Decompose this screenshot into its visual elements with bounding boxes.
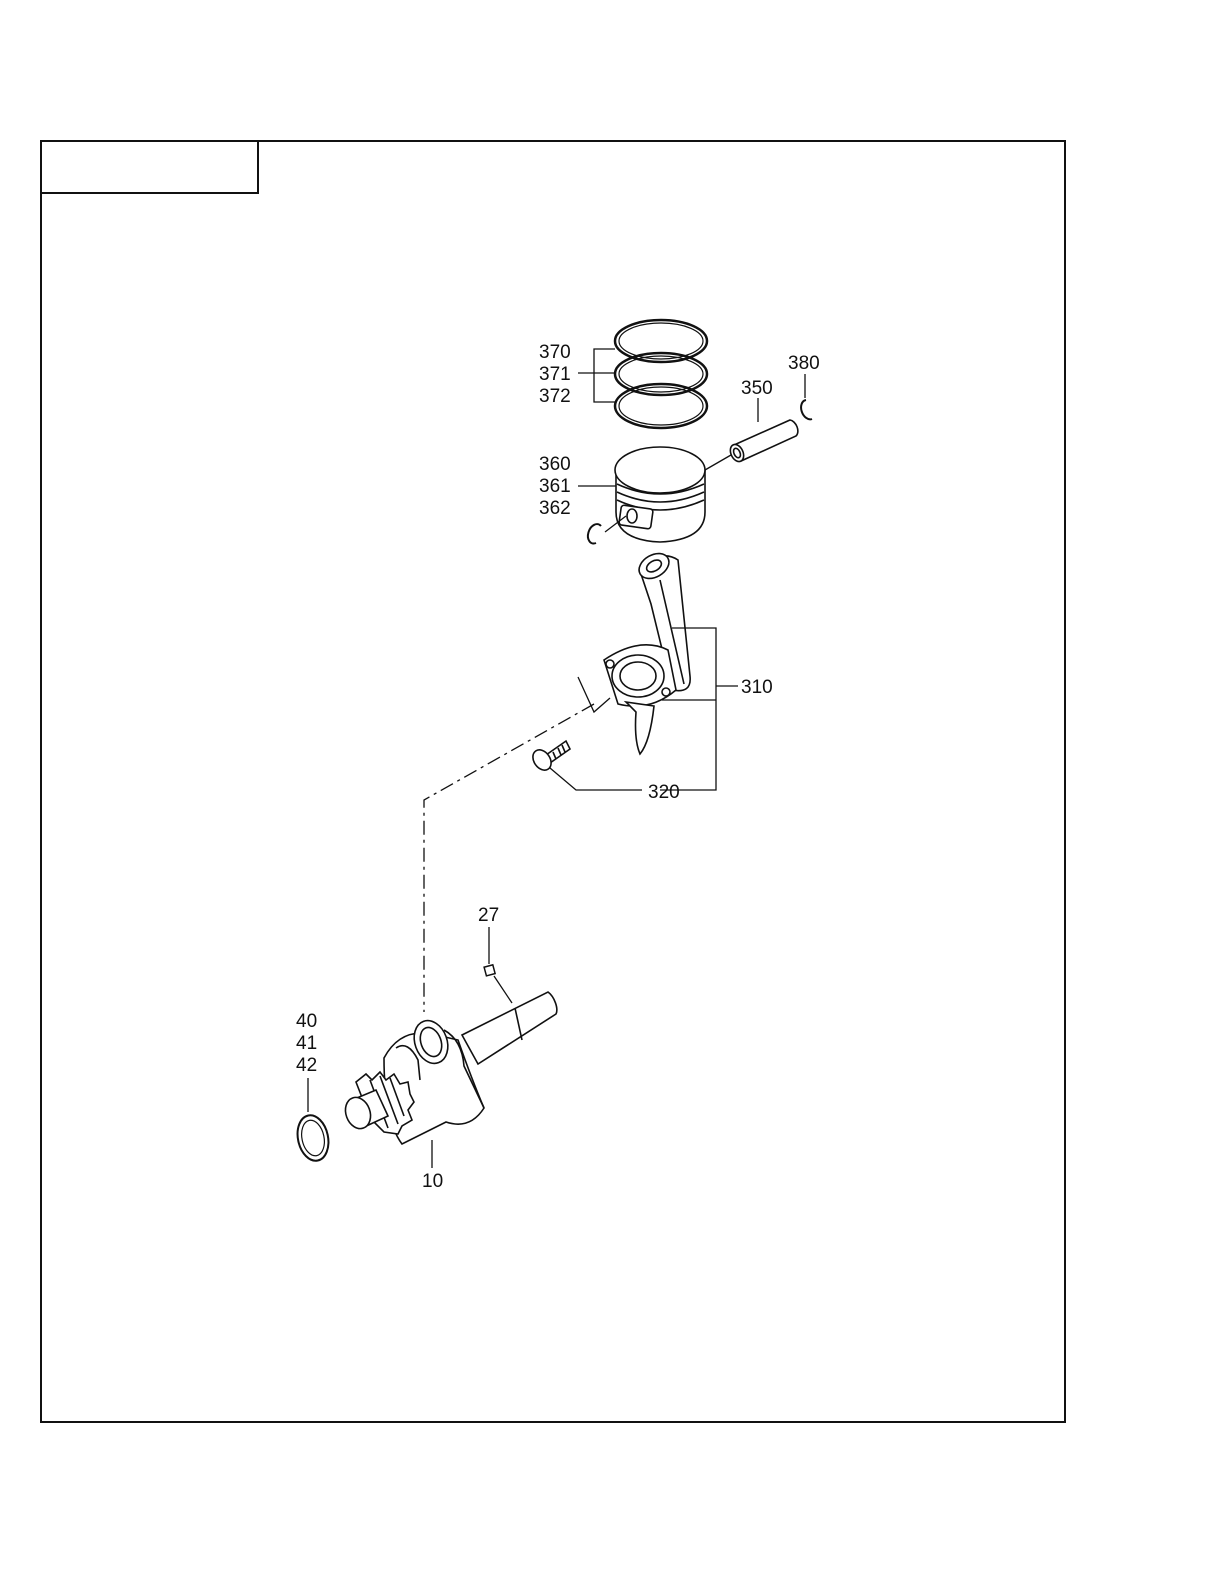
piston (615, 447, 705, 542)
crankshaft-shim (294, 1112, 333, 1163)
bolt-leader (550, 768, 642, 790)
label-371: 371 (539, 364, 571, 385)
label-40: 40 (296, 1011, 317, 1032)
piston-pin-leader (705, 455, 731, 470)
title-box (41, 141, 258, 193)
connecting-rod (604, 548, 690, 754)
callout-labels: 370 371 372 380 350 360 361 362 310 320 … (296, 342, 820, 1192)
label-362: 362 (539, 498, 571, 519)
label-27: 27 (478, 905, 499, 926)
label-41: 41 (296, 1033, 317, 1054)
label-42: 42 (296, 1055, 317, 1076)
piston-pin (728, 420, 798, 464)
key-leader-lower (494, 976, 512, 1003)
label-10: 10 (422, 1171, 443, 1192)
label-350: 350 (741, 378, 773, 399)
crankshaft-key (484, 965, 495, 976)
label-380: 380 (788, 353, 820, 374)
connecting-rod-bolt (529, 741, 570, 774)
piston-pin-clip (801, 400, 812, 419)
label-320: 320 (648, 782, 680, 803)
label-372: 372 (539, 386, 571, 407)
label-361: 361 (539, 476, 571, 497)
label-370: 370 (539, 342, 571, 363)
label-310: 310 (741, 677, 773, 698)
piston-clip (588, 524, 601, 543)
ring-leader-lines (578, 349, 615, 402)
crankshaft (341, 992, 557, 1144)
diagram-border (41, 141, 1065, 1422)
piston-rings (615, 320, 707, 428)
label-360: 360 (539, 454, 571, 475)
